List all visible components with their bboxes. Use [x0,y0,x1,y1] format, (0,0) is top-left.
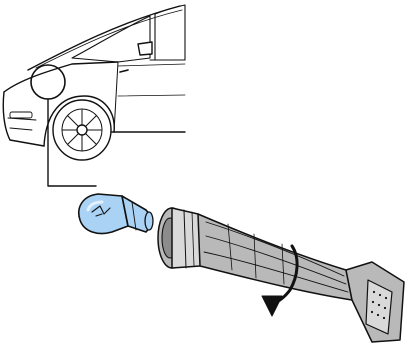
bulb-contact [145,212,153,230]
bulb [79,194,153,234]
headlamp-callout-circle [31,65,65,99]
car-hood [4,62,118,92]
car-front-wheel [53,100,111,160]
car-door-handle [120,70,128,72]
rotation-arrow-head [262,296,282,316]
car-grille [10,112,32,118]
car-door-line [114,62,118,132]
bulb-holder [158,208,404,342]
car-mirror [138,42,152,55]
